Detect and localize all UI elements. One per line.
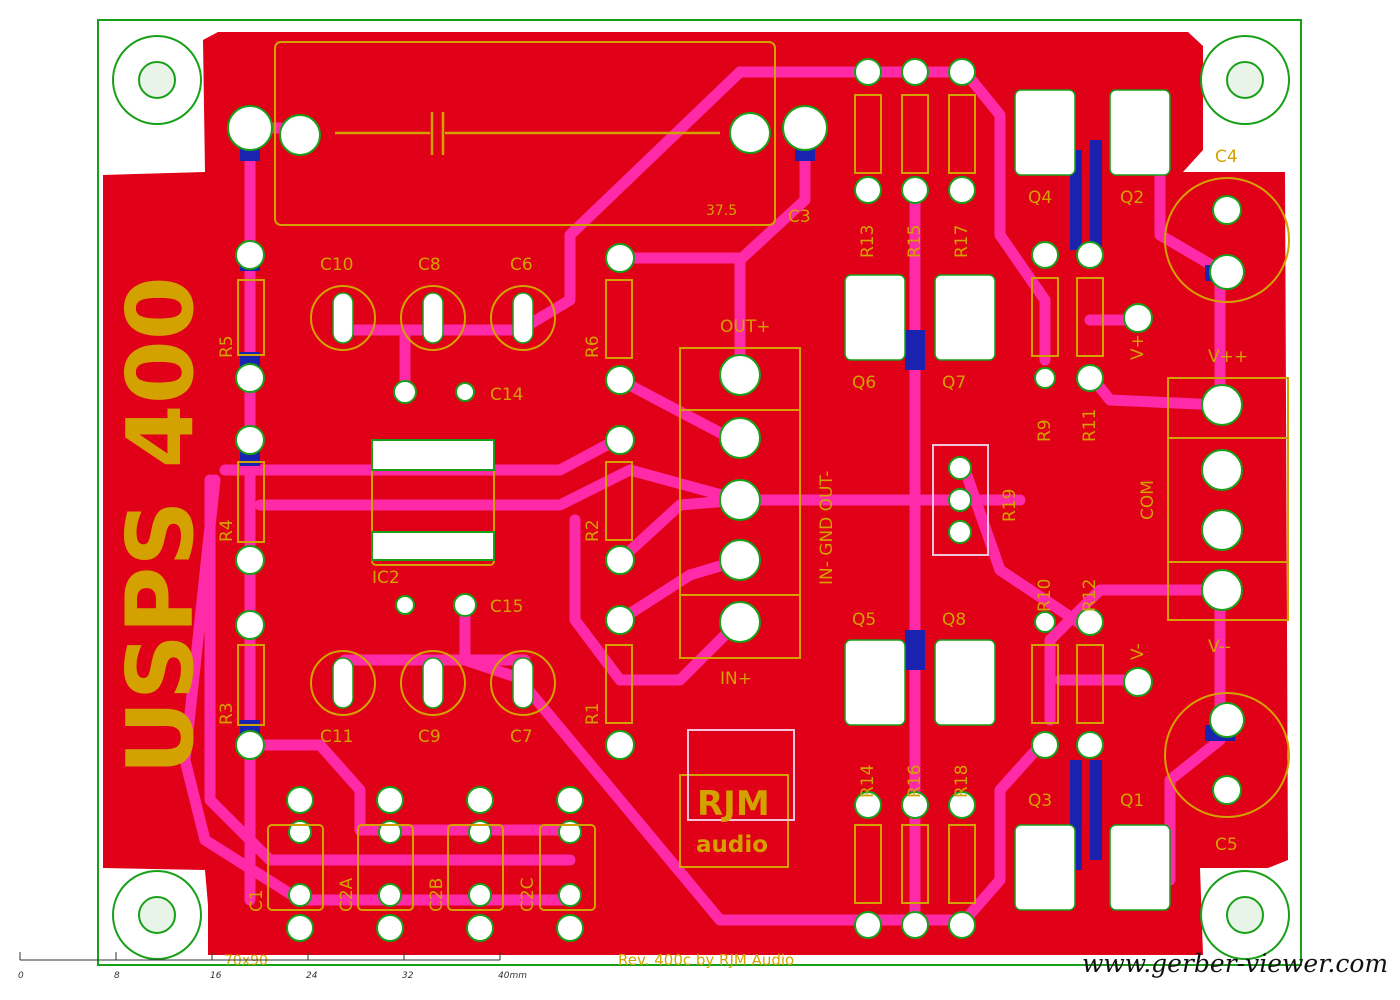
vias bbox=[240, 140, 1235, 870]
component-label-c1: C1 bbox=[247, 889, 267, 912]
component-label-c6: C6 bbox=[510, 255, 533, 275]
component-label-q5: Q5 bbox=[852, 610, 876, 630]
v-plus-plus-label: V++ bbox=[1208, 347, 1248, 367]
component-label-c8: C8 bbox=[418, 255, 441, 275]
revision-text: Rev. 400c by RJM Audio bbox=[618, 951, 794, 969]
v-plus-label: V+ bbox=[1128, 334, 1148, 360]
component-label-q2: Q2 bbox=[1120, 188, 1144, 208]
component-label-c9: C9 bbox=[418, 727, 441, 747]
component-label-r15: R15 bbox=[905, 225, 925, 258]
ruler-tick-label: 8 bbox=[114, 971, 120, 981]
ruler-tick-label: 0 bbox=[18, 971, 24, 981]
watermark: www.gerber-viewer.com bbox=[1082, 949, 1388, 978]
ruler-ticks: 0 8 16 24 32 40mm bbox=[18, 971, 527, 981]
component-label-c3: C3 bbox=[788, 207, 811, 227]
component-label-r9: R9 bbox=[1035, 419, 1055, 442]
component-label-r11: R11 bbox=[1080, 409, 1100, 442]
v-minus-minus-label: V-- bbox=[1208, 637, 1231, 657]
transistor-blocks bbox=[844, 89, 1171, 911]
component-label-c2a: C2A bbox=[337, 877, 357, 912]
electrolytic-caps bbox=[310, 177, 1290, 818]
conn-labels: IN- GND OUT- bbox=[817, 471, 837, 585]
component-label-c2c: C2C bbox=[518, 877, 538, 912]
component-label-c7: C7 bbox=[510, 727, 533, 747]
component-label-c4: C4 bbox=[1215, 147, 1238, 167]
component-label-c2b: C2B bbox=[427, 878, 447, 912]
component-label-q1: Q1 bbox=[1120, 791, 1144, 811]
component-label-ic2: IC2 bbox=[372, 568, 400, 588]
component-label-c5: C5 bbox=[1215, 835, 1238, 855]
component-label-q7: Q7 bbox=[942, 373, 966, 393]
component-label-r6: R6 bbox=[583, 335, 603, 358]
component-label-q6: Q6 bbox=[852, 373, 876, 393]
component-label-r2: R2 bbox=[583, 519, 603, 542]
component-label-r10: R10 bbox=[1035, 579, 1055, 612]
pads bbox=[227, 58, 1245, 942]
component-label-r5: R5 bbox=[217, 335, 237, 358]
ruler-tick-label: 32 bbox=[402, 971, 414, 981]
component-label-r4: R4 bbox=[217, 519, 237, 542]
component-label-r3: R3 bbox=[217, 702, 237, 725]
ruler bbox=[19, 952, 501, 961]
v-minus-label: V- bbox=[1128, 643, 1148, 660]
in-plus-label: IN+ bbox=[720, 669, 752, 689]
cap-value: 37.5 bbox=[706, 203, 737, 219]
com-label: COM bbox=[1138, 480, 1158, 520]
component-label-r12: R12 bbox=[1080, 579, 1100, 612]
component-label-c10: C10 bbox=[320, 255, 354, 275]
logo-text: RJM bbox=[697, 784, 770, 824]
component-label-c15: C15 bbox=[490, 597, 524, 617]
ruler-tick-label: 40mm bbox=[498, 971, 527, 981]
out-plus-label: OUT+ bbox=[720, 317, 770, 337]
resistor-outlines bbox=[237, 94, 1104, 904]
component-label-c11: C11 bbox=[320, 727, 354, 747]
component-label-r1: R1 bbox=[583, 702, 603, 725]
component-label-q4: Q4 bbox=[1028, 188, 1052, 208]
component-label-r19: R19 bbox=[1000, 489, 1020, 522]
component-label-r17: R17 bbox=[952, 225, 972, 258]
board-title: USPS 400 bbox=[107, 276, 214, 775]
component-label-r16: R16 bbox=[905, 765, 925, 798]
logo-sub: audio bbox=[696, 832, 768, 858]
connector-outlines bbox=[267, 347, 1289, 911]
component-label-q3: Q3 bbox=[1028, 791, 1052, 811]
component-label-r18: R18 bbox=[952, 765, 972, 798]
component-label-r14: R14 bbox=[858, 765, 878, 798]
component-label-r13: R13 bbox=[858, 225, 878, 258]
ruler-tick-label: 24 bbox=[306, 971, 318, 981]
ruler-tick-label: 16 bbox=[210, 971, 222, 981]
component-label-c14: C14 bbox=[490, 385, 524, 405]
component-label-q8: Q8 bbox=[942, 610, 966, 630]
size-label: 70x90 bbox=[224, 953, 268, 969]
c3-outline bbox=[274, 41, 776, 226]
